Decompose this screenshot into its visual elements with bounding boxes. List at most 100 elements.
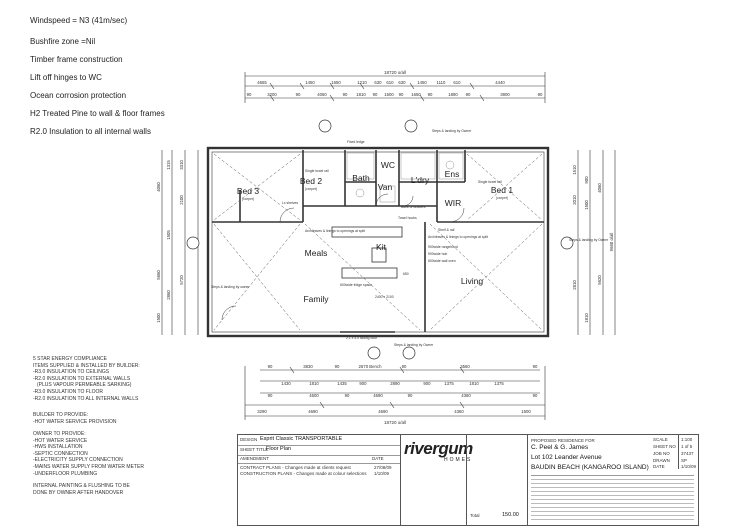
builder-provide: BUILDER TO PROVIDE: -HOT WATER SERVICE P… xyxy=(33,412,116,425)
dim-bot3-3: 4690 xyxy=(373,393,383,398)
note-fridge: 600wide fridge space xyxy=(340,283,372,287)
lot-address: Lot 102 Leander Avenue xyxy=(531,454,602,461)
dim-bot1-2: 90 xyxy=(335,364,340,369)
note-windspeed: Windspeed = N3 (41m/sec) xyxy=(30,16,128,25)
dim-top1-1: 1450 xyxy=(305,80,315,85)
energy-item-0: -R3.0 INSULATION TO CEILINGS xyxy=(33,369,110,376)
dim-bot2-8: 1375 xyxy=(494,381,504,386)
note-wall-oven: 600wide wall oven xyxy=(428,259,456,263)
dim-top2-2: 90 xyxy=(296,92,301,97)
dim-left-2: 2100 xyxy=(179,195,184,205)
dim-right-7: 5620 xyxy=(597,275,602,285)
dim-top2-8: 90 xyxy=(399,92,404,97)
dim-left-7: 5720 xyxy=(179,275,184,285)
dim-right-4: 4060 xyxy=(597,183,602,193)
note-treated-pine: H2 Treated Pine to wall & floor frames xyxy=(30,109,165,118)
dim-right-2: 900 xyxy=(584,176,589,184)
amendment-1-date: 27/08/09 xyxy=(374,465,392,470)
dim-left-3: 3310 xyxy=(179,160,184,170)
dim-bot1-1: 3830 xyxy=(303,364,313,369)
room-bath: Bath xyxy=(352,173,370,183)
sheet-title-value: Floor Plan xyxy=(266,446,292,452)
room-ldry: L'dry xyxy=(411,175,430,185)
note-hob: 900wide hob xyxy=(428,252,447,256)
dim-bot2-4: 2890 xyxy=(390,381,400,386)
note-lift-off-hinges: Lift off hinges to WC xyxy=(30,73,102,82)
room-wc: WC xyxy=(381,160,395,170)
dim-top2-1: 3200 xyxy=(267,92,277,97)
dim-top1-7: 1450 xyxy=(417,80,427,85)
dim-bot2-1: 1810 xyxy=(309,381,319,386)
room-family: Family xyxy=(303,294,329,304)
dim-bot3-0: 90 xyxy=(268,393,273,398)
job-value: 37437 xyxy=(681,451,694,456)
drawn-label: DRAWN xyxy=(653,458,670,463)
location: BAUDIN BEACH (KANGAROO ISLAND) xyxy=(531,464,649,471)
dim-bot3-5: 4360 xyxy=(461,393,471,398)
amendment-1: CONTRACT PLANS - Changes made at clients… xyxy=(240,465,351,470)
owner-item-2: -SEPTIC CONNECTION xyxy=(33,450,88,457)
dim-left-1: 1315 xyxy=(166,160,171,170)
dim-top2-10: 90 xyxy=(428,92,433,97)
title-block: DESIGN Esprit Classic TRANSPORTABLE SHEE… xyxy=(237,434,699,526)
dim-bot2-3: 900 xyxy=(359,381,367,386)
dim-top2-6: 90 xyxy=(373,92,378,97)
company-logo: rivergum xyxy=(404,439,473,458)
note-arch-living: Architraves & linings to openings at spl… xyxy=(428,235,488,239)
dim-bot1-3: 2670 Bench xyxy=(359,364,383,369)
builder-heading: BUILDER TO PROVIDE: xyxy=(33,412,89,418)
dim-top1-0: 4665 xyxy=(257,80,267,85)
scale-value: 1:100 xyxy=(681,437,693,442)
dim-right-0: 1510 xyxy=(572,165,577,175)
room-bed2-floor: (carpet) xyxy=(305,187,317,191)
note-steps-b: Steps & landing by owner xyxy=(211,285,250,289)
room-ens: Ens xyxy=(445,169,460,179)
room-bed1-floor: (carpet) xyxy=(496,196,508,200)
client-name: C. Peel & G. James xyxy=(531,444,589,451)
dim-left-4: 1505 xyxy=(166,230,171,240)
dim-bot2-0: 1430 xyxy=(281,381,291,386)
internal-painting-note: INTERNAL PAINTING & FLUSHING TO BE DONE … xyxy=(33,483,130,496)
dim-bot4-2: 4690 xyxy=(378,409,388,414)
job-label: JOB NO xyxy=(653,451,670,456)
dim-bot1-0: 90 xyxy=(268,364,273,369)
note-insulation: R2.0 Insulation to all internal walls xyxy=(30,127,151,136)
dim-bot4-0: 3290 xyxy=(257,409,267,414)
proposed-label: PROPOSED RESIDENCE FOR xyxy=(531,438,595,443)
dim-bot2-6: 1375 xyxy=(444,381,454,386)
dim-bot2-2: 1435 xyxy=(337,381,347,386)
room-bed3: Bed 3 xyxy=(237,186,259,196)
dim-top2-4: 90 xyxy=(343,92,348,97)
owner-item-5: -UNDERFLOOR PLUMBING xyxy=(33,470,98,477)
note-dim-2400: 2400 x 2100 xyxy=(375,295,394,299)
dim-top2-3: 4060 xyxy=(317,92,327,97)
dim-bot1-6: 90 xyxy=(533,364,538,369)
total-label: Total xyxy=(470,513,480,518)
room-van: Van xyxy=(378,182,393,192)
note-single-towel-rail-b: Single towel rail xyxy=(478,180,502,184)
room-meals: Meals xyxy=(305,248,328,258)
dim-bot3-6: 90 xyxy=(533,393,538,398)
dim-bot2-7: 1810 xyxy=(469,381,479,386)
dim-bot3-4: 90 xyxy=(408,393,413,398)
dim-top-overall: 18720 o/all xyxy=(384,70,406,75)
dim-top2-5: 1810 xyxy=(356,92,366,97)
dim-top1-4: 630 xyxy=(374,80,382,85)
dim-bottom-overall: 18720 o/all xyxy=(384,420,406,425)
owner-provide: OWNER TO PROVIDE: -HOT WATER SERVICE -HW… xyxy=(33,431,144,477)
dim-bot2-5: 900 xyxy=(423,381,431,386)
design-value: Esprit Classic TRANSPORTABLE xyxy=(260,436,343,442)
dim-top1-9: 610 xyxy=(453,80,461,85)
builder-item-0: -HOT WATER SERVICE PROVISION xyxy=(33,418,117,425)
dim-top2-12: 90 xyxy=(466,92,471,97)
owner-item-3: -ELECTRICITY SUPPLY CONNECTION xyxy=(33,457,123,464)
room-bed3-floor: (carpet) xyxy=(242,197,254,201)
amendment-2: CONSTRUCTION PLANS - Changes made at col… xyxy=(240,471,367,476)
energy-item-2: (PLUS VAPOUR PERMEABLE SARKING) xyxy=(37,382,132,389)
dim-bot4-3: 4360 xyxy=(454,409,464,414)
sheet-title-label: SHEET TITLE xyxy=(240,447,269,452)
note-bushfire: Bushfire zone =Nil xyxy=(30,37,96,46)
energy-compliance: 5 STAR ENERGY COMPLIANCE ITEMS SUPPLIED … xyxy=(33,356,140,402)
dim-bot3-1: 4600 xyxy=(309,393,319,398)
note-rangehood: 900wide rangehood xyxy=(428,245,458,249)
